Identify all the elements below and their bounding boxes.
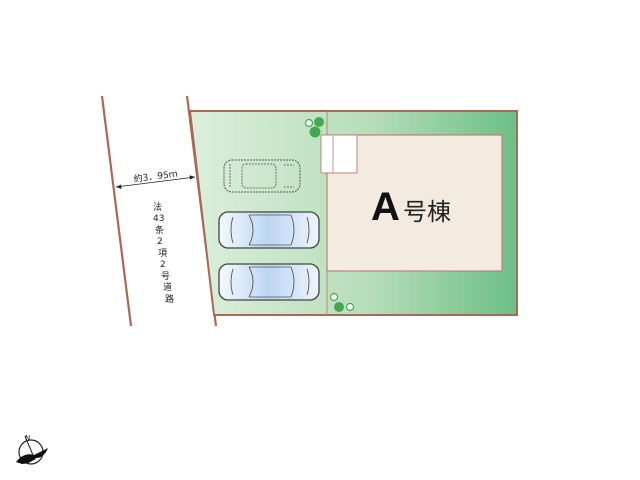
svg-text:路: 路 bbox=[165, 293, 174, 305]
building-label-letter: A bbox=[371, 185, 400, 229]
road-type-label: 法 43 条 2 項 2 号 道 路 bbox=[153, 201, 174, 305]
svg-text:道: 道 bbox=[163, 281, 172, 293]
svg-text:法: 法 bbox=[153, 201, 162, 213]
parking-car-2 bbox=[218, 211, 320, 249]
building-label-suffix: 号棟 bbox=[403, 198, 451, 226]
road-width-dimension: 約3．95ｍ bbox=[115, 168, 196, 189]
compass-north-label: N bbox=[25, 434, 30, 442]
svg-text:号: 号 bbox=[161, 271, 170, 282]
entrance-porch bbox=[320, 134, 358, 174]
parking-car-3 bbox=[218, 263, 320, 301]
north-compass-icon: N bbox=[16, 434, 48, 465]
svg-text:43: 43 bbox=[153, 214, 164, 224]
svg-text:項: 項 bbox=[158, 248, 167, 259]
svg-text:2: 2 bbox=[160, 260, 166, 270]
road-left-edge bbox=[100, 95, 133, 327]
tree-cluster-top bbox=[304, 117, 324, 138]
parking-car-1 bbox=[223, 159, 301, 193]
svg-text:条: 条 bbox=[155, 224, 164, 236]
svg-text:2: 2 bbox=[157, 237, 163, 247]
tree-cluster-bottom bbox=[329, 292, 355, 312]
